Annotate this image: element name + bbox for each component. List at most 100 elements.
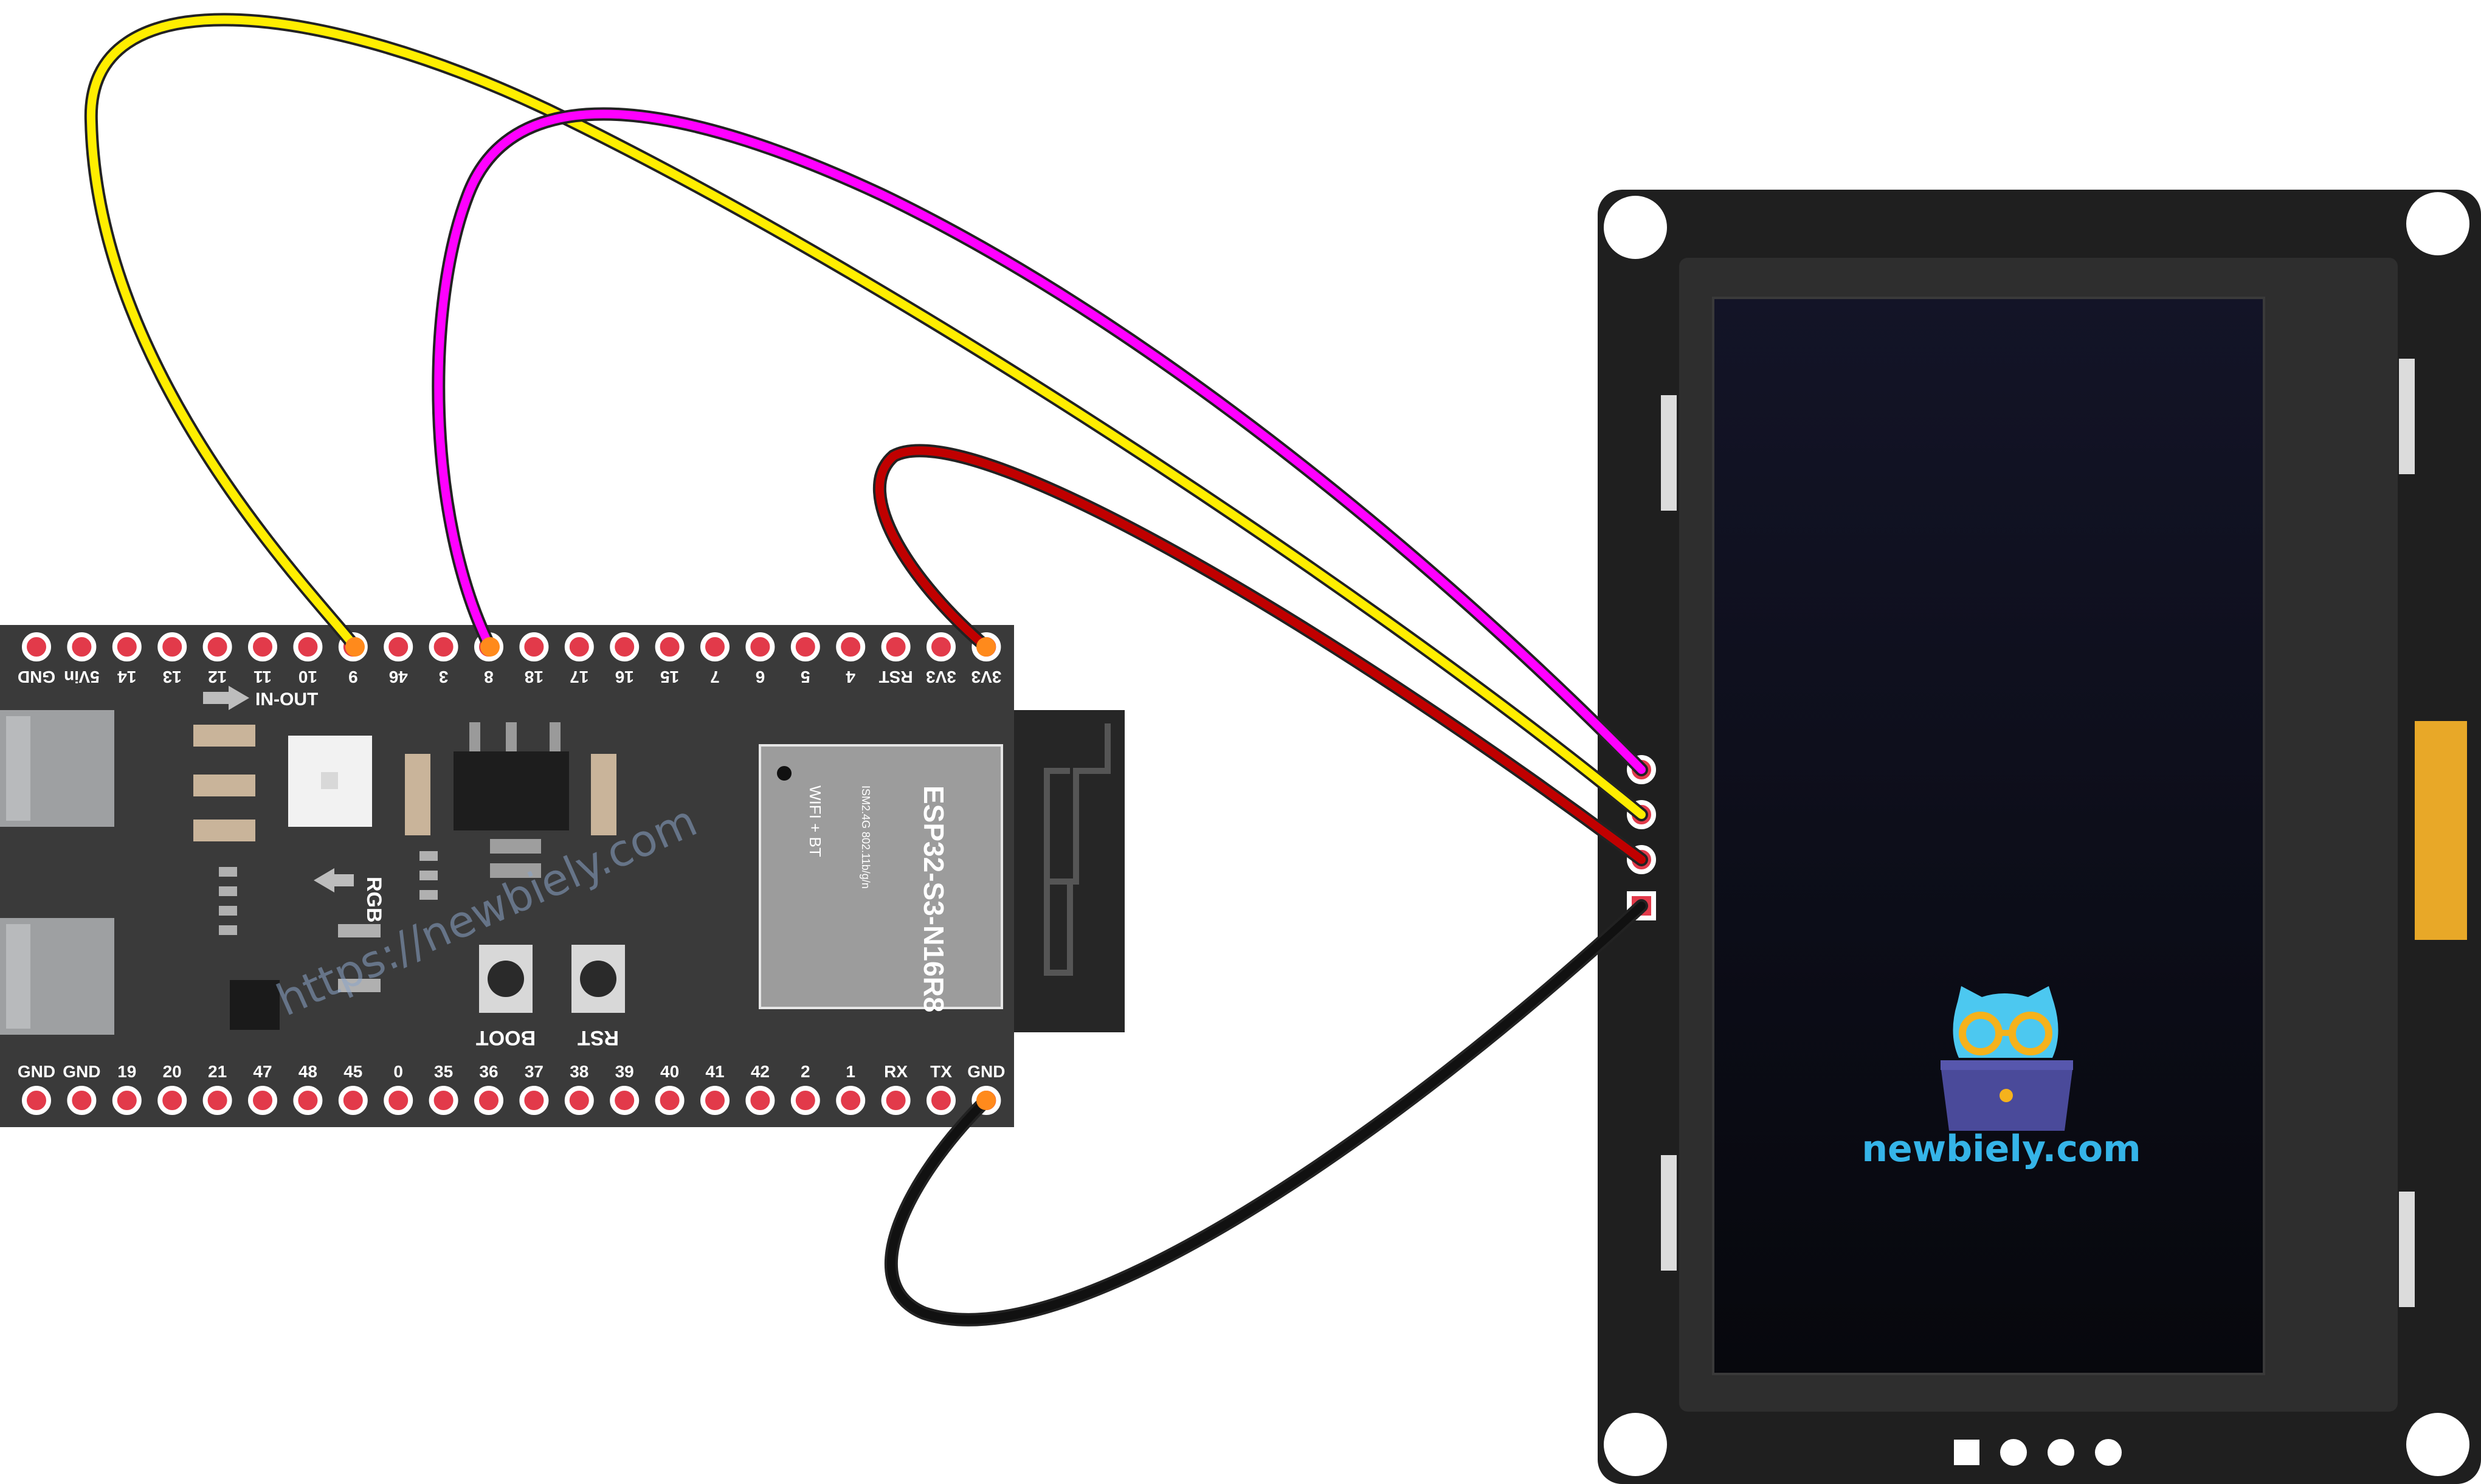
module-name: ESP32-S3-N16R8 [918,785,950,1012]
mount-hole-top-left [1604,196,1667,259]
rst-label: RST [578,1026,619,1049]
module-pin1-dot [777,766,792,781]
flex-connector [2415,721,2467,940]
bottom-pin-21 [926,1086,956,1115]
boot-button[interactable] [479,945,533,1013]
top-pin-label: 7 [710,668,720,686]
rgb-arrow-icon [314,868,354,892]
top-pin-15 [655,632,685,661]
bottom-pin-label: 48 [298,1062,317,1081]
bottom-pin-9 [384,1086,413,1115]
top-pin-19 [836,632,866,661]
top-pin-label: 46 [389,668,408,686]
bottom-pin-11 [474,1086,503,1115]
module-spec: ISM2.4G 802.11b/g/n [860,785,872,889]
connected-pin-marker [976,1091,996,1110]
bottom-pin-12 [519,1086,549,1115]
bottom-pin-label: 38 [570,1062,588,1081]
bottom-pin-label: 45 [343,1062,362,1081]
top-pin-label: 4 [846,668,855,686]
top-pin-6 [248,632,277,661]
bottom-pin-label: GND [63,1062,100,1081]
bottom-pin-label: 42 [751,1062,770,1081]
connected-pin-marker [976,637,996,657]
top-pin-21 [926,632,956,661]
top-pin-5 [202,632,232,661]
bottom-pin-label: 2 [801,1062,810,1081]
top-pin-label: 3V3 [971,668,1001,686]
top-pin-label: 6 [756,668,765,686]
bottom-pin-label: GND [18,1062,55,1081]
bottom-pin-15 [655,1086,685,1115]
bottom-pin-7 [293,1086,323,1115]
connected-pin-marker [345,637,365,657]
bottom-pin-2 [67,1086,97,1115]
bottom-pin-label: 40 [660,1062,679,1081]
boot-label: BOOT [476,1026,536,1049]
bottom-pin-18 [790,1086,820,1115]
reset-button[interactable] [571,945,625,1013]
top-pin-1 [22,632,51,661]
bottom-pin-8 [338,1086,368,1115]
bottom-pin-label: 41 [705,1062,724,1081]
top-pin-label: RST [879,668,913,686]
top-pin-20 [881,632,911,661]
top-pin-label: 13 [163,668,182,686]
top-pin-9 [384,632,413,661]
top-pin-13 [564,632,594,661]
top-pin-label: 5Vin [64,668,100,686]
wire-pin-9 [86,15,1646,819]
in-out-label: IN-OUT [255,689,318,709]
bottom-pin-16 [700,1086,730,1115]
bottom-pin-20 [881,1086,911,1115]
top-pin-16 [700,632,730,661]
mount-hole-top-right [2406,192,2469,255]
bottom-pin-5 [202,1086,232,1115]
top-pin-4 [157,632,187,661]
bottom-pin-13 [564,1086,594,1115]
bottom-pin-label: 39 [615,1062,634,1081]
oled-display-module: newbiely.com [1598,190,2481,1484]
bottom-pin-1 [22,1086,51,1115]
bottom-pin-6 [248,1086,277,1115]
smd-components [193,725,616,841]
newbiely-logo: newbiely.com [1862,986,2141,1170]
mount-hole-bottom-right [2406,1413,2469,1476]
display-screen-area [1712,297,2265,1375]
bottom-pin-label: GND [967,1062,1005,1081]
top-pin-label: 18 [525,668,543,686]
top-pin-2 [67,632,97,661]
top-pin-3 [112,632,142,661]
bottom-pin-label: 35 [434,1062,453,1081]
top-pin-10 [429,632,458,661]
logo-text: newbiely.com [1862,1128,2141,1170]
bottom-pin-10 [429,1086,458,1115]
bottom-pin-label: 1 [846,1062,855,1081]
top-pin-label: 12 [208,668,227,686]
bottom-pin-3 [112,1086,142,1115]
antenna-trace [1044,723,1111,976]
top-pin-label: 15 [660,668,679,686]
bottom-pin-label: 0 [393,1062,403,1081]
bottom-pin-label: 20 [163,1062,182,1081]
top-pin-label: 8 [484,668,494,686]
wire-pin-8 [434,109,1646,774]
bottom-pin-label: 21 [208,1062,227,1081]
bottom-pin-17 [745,1086,775,1115]
bottom-pin-4 [157,1086,187,1115]
top-pin-label: 5 [801,668,810,686]
top-pin-18 [790,632,820,661]
in-out-arrow-icon [203,686,249,710]
bottom-pin-label: 37 [525,1062,543,1081]
bottom-pin-19 [836,1086,866,1115]
top-pin-label: 3 [439,668,449,686]
esp32-s3-module: ESP32-S3-N16R8 ISM2.4G 802.11b/g/n WIFI … [759,744,1003,1012]
top-pin-label: 16 [615,668,634,686]
wire-pin-3v3 [875,446,1646,864]
wire-pin-gnd [886,902,1646,1324]
bottom-pin-label: 19 [117,1062,136,1081]
bottom-pin-label: 47 [253,1062,272,1081]
bottom-pin-label: TX [930,1062,952,1081]
bottom-pads [1954,1439,2122,1466]
